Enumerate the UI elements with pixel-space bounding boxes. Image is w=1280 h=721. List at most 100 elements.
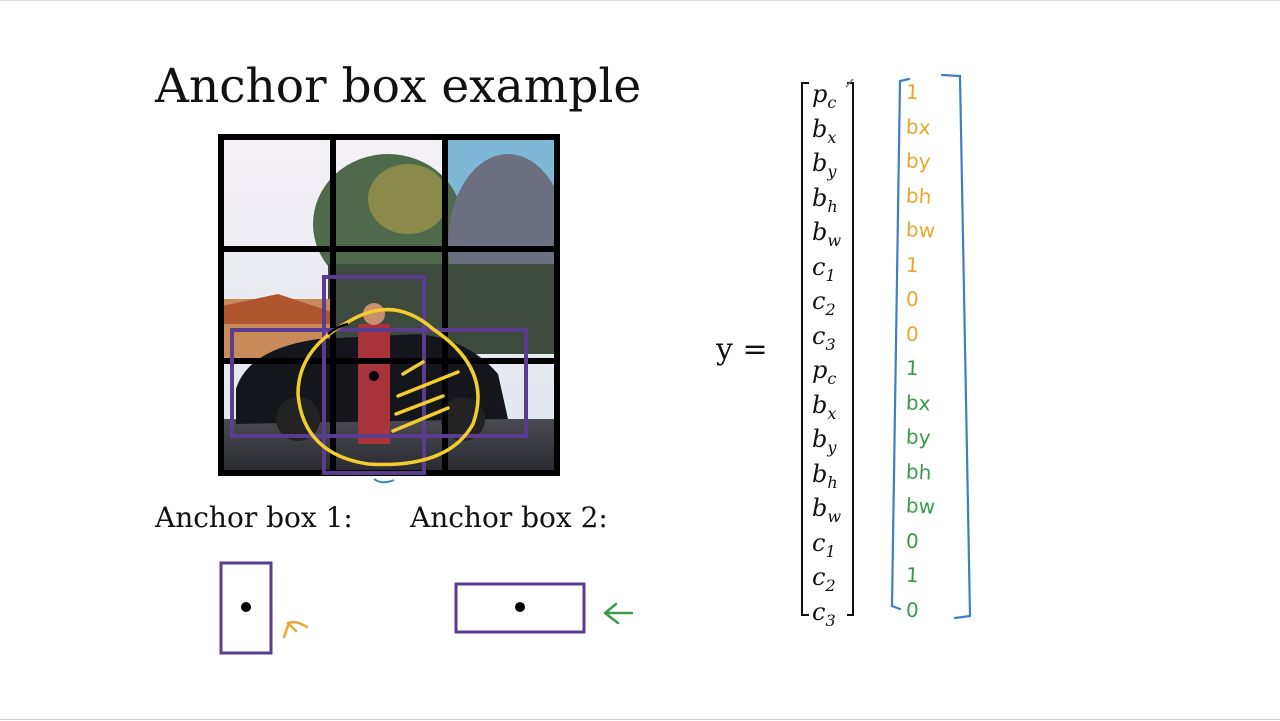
vector-entry: bw — [812, 491, 841, 526]
handwritten-value: 1 — [905, 355, 920, 381]
vector-entry-base: b — [812, 494, 828, 522]
highlight-hatching — [391, 360, 460, 433]
vector-entry: bx — [812, 112, 836, 147]
vector-entry-subscript: h — [827, 472, 838, 492]
vector-entry-base: c — [812, 287, 826, 315]
vector-entry-base: c — [812, 563, 826, 591]
handwritten-value: bw — [905, 217, 936, 243]
vector-entry-base: b — [812, 149, 828, 177]
slide-title: Anchor box example — [155, 59, 642, 114]
handwritten-value: 1 — [905, 252, 920, 277]
handwritten-value: bx — [905, 113, 932, 140]
vector-entry-base: b — [812, 218, 828, 246]
vector-entry-base: b — [812, 425, 828, 453]
vector-entry: pc — [812, 77, 836, 112]
anchor-box-tall-overlay — [322, 275, 426, 475]
vector-pen-mark — [845, 78, 854, 88]
vector-entry-base: c — [812, 528, 826, 557]
anchor-box-1-arrow — [282, 620, 309, 639]
handwritten-value: 0 — [905, 528, 920, 553]
handwritten-value: 0 — [905, 597, 920, 622]
handwritten-value: bh — [905, 182, 932, 209]
photo-tree-highlight — [368, 164, 448, 234]
vector-entry-subscript: x — [827, 127, 837, 147]
handwritten-value: 0 — [905, 321, 920, 346]
pen-stroke — [327, 322, 349, 335]
vector-entry-subscript: x — [827, 403, 837, 423]
vector-entry-subscript: 2 — [825, 575, 836, 595]
handwritten-value: 1 — [905, 79, 920, 105]
vector-entry: by — [812, 146, 836, 181]
vector-entry-subscript: 1 — [825, 265, 836, 285]
anchor-box-1-dot — [241, 602, 251, 612]
anchor-box-2-dot — [515, 602, 525, 612]
vector-entry: c2 — [812, 560, 836, 595]
handwritten-value: 0 — [905, 286, 920, 312]
vector-entry-base: b — [812, 114, 828, 143]
vector-entry-base: b — [812, 390, 828, 419]
handwritten-value: 1 — [905, 562, 920, 588]
photo-person — [358, 324, 390, 444]
handwritten-values: 1 bx by bh bw 1 0 0 1 bx by bh bw 0 1 0 — [890, 73, 980, 625]
grid-image — [218, 134, 560, 476]
handwritten-value: by — [905, 424, 932, 450]
vector-entry-base: c — [812, 597, 826, 626]
highlight-hatch-3 — [394, 394, 445, 416]
anchor-box-1-label: Anchor box 1: — [155, 501, 353, 534]
highlight-hatch-4 — [391, 406, 450, 433]
vector-entry: c3 — [812, 319, 836, 354]
vector-entry: c3 — [812, 595, 836, 630]
vector-entry-subscript: 3 — [825, 610, 836, 630]
vector-entry-subscript: 1 — [825, 541, 836, 561]
vector-entry-subscript: w — [827, 506, 842, 526]
vector-left-bracket — [801, 82, 809, 616]
vector-entry-subscript: h — [827, 196, 838, 216]
handwritten-bracket-left — [890, 77, 911, 611]
grid-midpoint-dot — [369, 371, 379, 381]
vector-entry-base: c — [812, 252, 826, 281]
vector-entry-base: b — [812, 459, 828, 488]
vector-entry: bw — [812, 215, 841, 250]
handwritten-value: bw — [905, 493, 936, 519]
handwritten-value: bx — [905, 389, 932, 416]
handwritten-value: bh — [905, 458, 932, 485]
vector-entry: by — [812, 422, 836, 457]
anchor-box-1-shape — [219, 561, 273, 655]
photo-car-wheel-right — [441, 397, 485, 441]
anchor-box-2-arrow — [603, 602, 634, 625]
vector-entry: c1 — [812, 526, 836, 561]
grid-lines — [218, 134, 560, 476]
vector-entry-base: p — [812, 356, 828, 384]
vector-entry-subscript: 2 — [825, 299, 836, 319]
vector-entry: bx — [812, 388, 836, 423]
grid-image-svg — [218, 134, 560, 476]
vector-entry-subscript: y — [827, 437, 837, 457]
highlight-hatch-1 — [401, 360, 425, 376]
handwritten-value: by — [905, 148, 932, 174]
vector-entry: bh — [812, 457, 838, 492]
vector-entry-base: c — [812, 321, 826, 350]
vector-entry-subscript: c — [827, 368, 837, 388]
vector-entry-subscript: c — [827, 92, 837, 112]
vector-entry-subscript: w — [827, 230, 842, 250]
photo-roof — [222, 294, 332, 324]
vector-entry: c2 — [812, 284, 836, 319]
vector-entry-base: p — [812, 80, 828, 108]
handwritten-bracket-right — [940, 73, 972, 620]
anchor-box-wide-overlay — [230, 328, 528, 438]
highlight-circle — [296, 307, 480, 467]
anchor-box-2-shape — [454, 582, 586, 634]
vector-entry: c1 — [812, 250, 836, 285]
y-equation: y = — [716, 332, 768, 367]
vector-entry: bh — [812, 181, 838, 216]
highlight-hatch-2 — [396, 370, 460, 398]
anchor-box-2-label: Anchor box 2: — [410, 501, 608, 534]
vector-entry-subscript: y — [827, 161, 837, 181]
vector-entry: pc — [812, 353, 836, 388]
blue-pen-mark — [373, 478, 395, 484]
vector-entry-subscript: 3 — [825, 334, 836, 354]
vector-entry-base: b — [812, 183, 828, 212]
